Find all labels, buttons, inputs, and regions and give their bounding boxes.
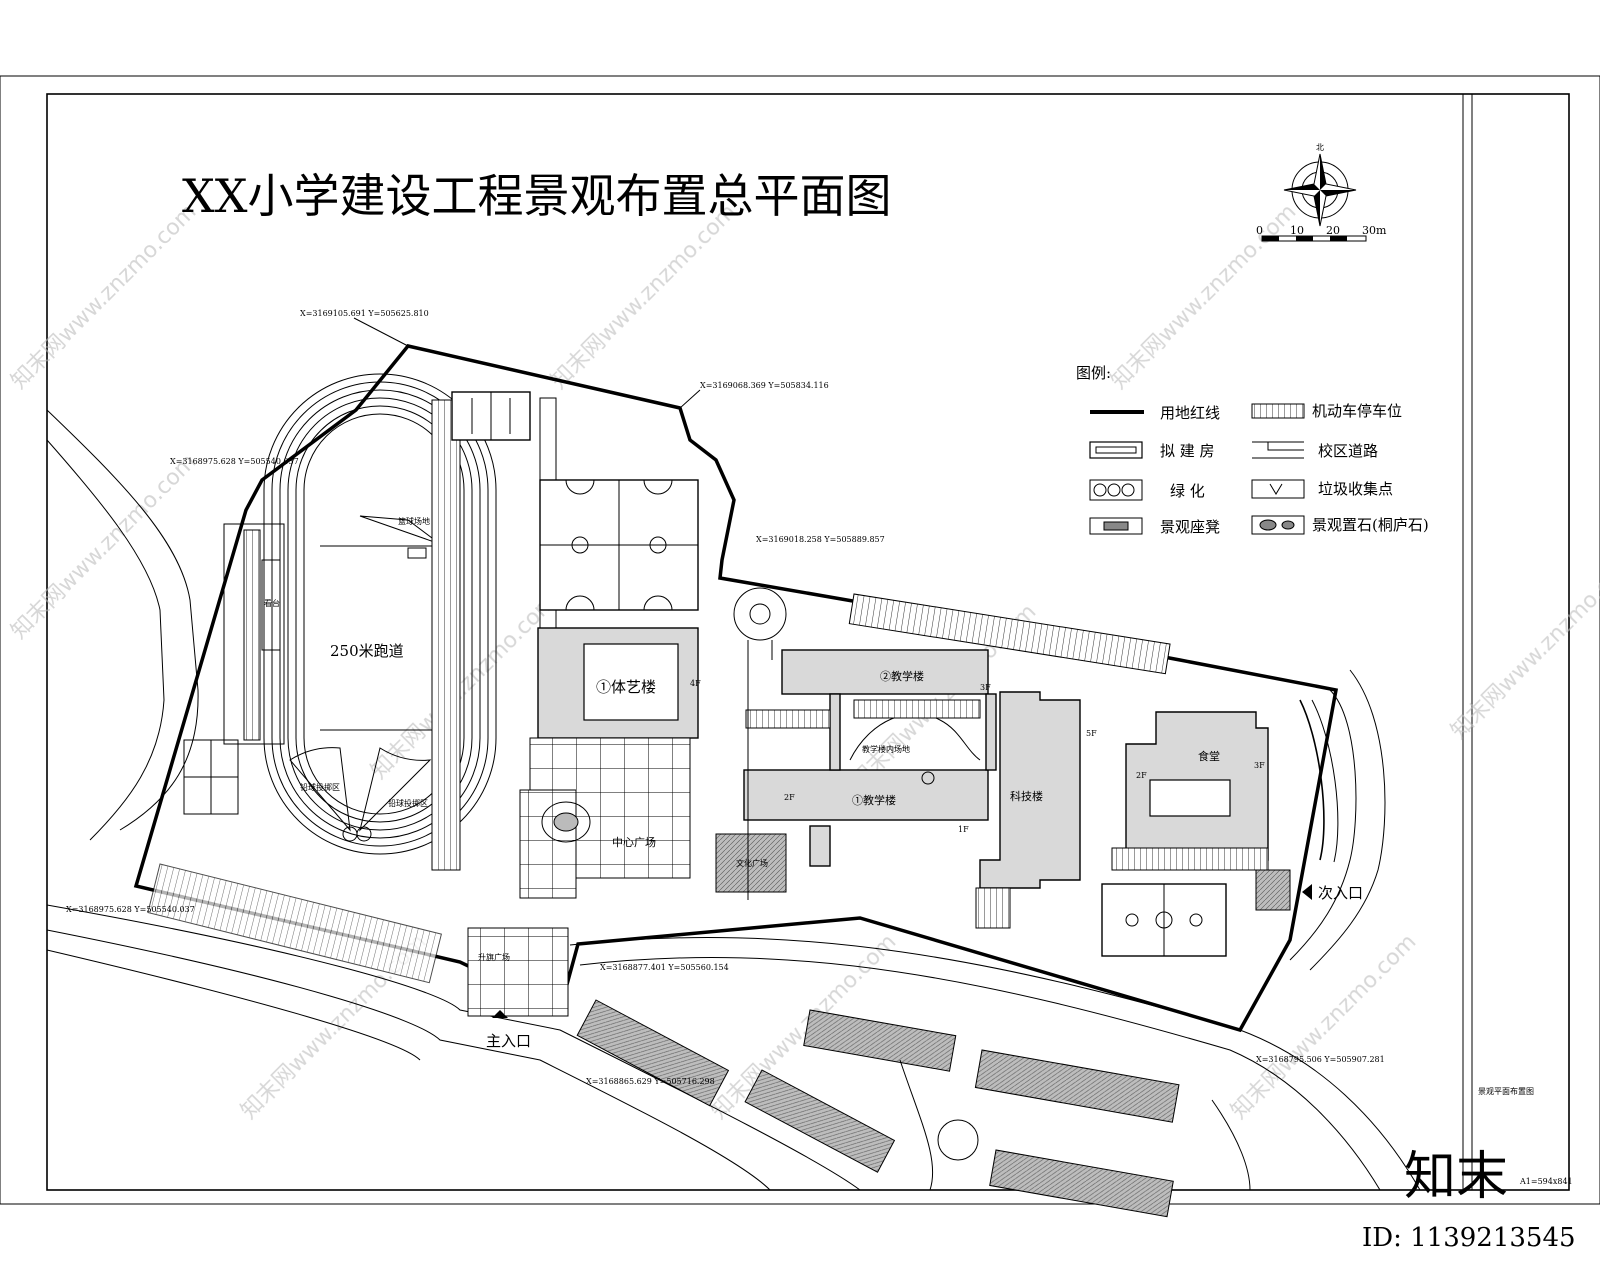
- floor-label: 4F: [690, 679, 701, 688]
- legend-label: 机动车停车位: [1312, 402, 1402, 420]
- greenery-icon: [1089, 479, 1143, 501]
- coord-note: X=3169068.369 Y=505834.116: [700, 381, 829, 390]
- floor-label: 2F: [1136, 771, 1147, 780]
- brand-logo: 知末: [1404, 1147, 1508, 1207]
- tech-label: 科技楼: [1010, 789, 1043, 803]
- courtyard-label: 教学楼内场地: [862, 744, 910, 754]
- trash-icon: [1251, 479, 1305, 499]
- building-label: ①教学楼: [852, 793, 896, 807]
- track-label: 250米跑道: [330, 642, 404, 660]
- north-arrow-icon: 北: [1283, 143, 1357, 227]
- building-label: ②教学楼: [880, 669, 924, 683]
- gym-building: ①体艺楼 4F: [537, 627, 701, 739]
- secondary-entrance-label: 次入口: [1318, 884, 1363, 902]
- main-entrance-marker: 主入口: [486, 1010, 531, 1050]
- west-parking-strip: [147, 863, 442, 984]
- legend-label: 景观座凳: [1160, 518, 1220, 536]
- legend: 图例: 用地红线 机动车停车位 拟 建 房 校区道路 绿 化 垃圾收集点 景观座…: [1076, 364, 1429, 536]
- main-entrance-label: 主入口: [486, 1032, 531, 1050]
- brand-id: ID: 1139213545: [1362, 1223, 1576, 1253]
- legend-label: 绿 化: [1170, 482, 1205, 500]
- floor-label: 3F: [1254, 761, 1265, 770]
- teaching-complex: ②教学楼 3F ①教学楼 2F 1F 教学楼内场地 文化广场: [715, 649, 997, 893]
- residential-area: [576, 999, 1251, 1218]
- watermark-text: 知末网www.znzmo.com: [1107, 199, 1302, 394]
- site-boundary-line: [133, 344, 1339, 1033]
- drawing-title: XX小学建设工程景观布置总平面图: [182, 169, 892, 223]
- roundabout: [733, 587, 787, 900]
- running-track: 250米跑道 篮球场地 铅球投掷区 铅球投掷区: [263, 373, 497, 855]
- parking-strip: [848, 593, 1171, 675]
- floor-label: 2F: [784, 793, 795, 802]
- outer-frame: [0, 75, 1600, 1205]
- coord-note: X=3169105.691 Y=505625.810: [300, 309, 429, 318]
- straight-track: [431, 397, 557, 879]
- scale-bar: 0 10 20 30m: [1256, 224, 1387, 242]
- parking-icon: [1251, 403, 1305, 419]
- coord-note: X=3168795.506 Y=505907.281: [1256, 1055, 1385, 1064]
- secondary-entrance-marker: 次入口: [1302, 884, 1363, 902]
- sheet-code: A1=594x841: [1519, 1177, 1573, 1186]
- cultural-plaza-label: 文化广场: [736, 858, 768, 868]
- coord-note: X=3168865.629 Y=505716.298: [586, 1077, 715, 1086]
- legend-label: 用地红线: [1160, 404, 1220, 422]
- bench-icon: [1089, 517, 1143, 535]
- watermark-text: 知末网www.znzmo.com: [1447, 549, 1600, 744]
- gym-label: ①体艺楼: [596, 678, 656, 696]
- watermark-text: 知末网www.znzmo.com: [1227, 929, 1422, 1124]
- campus-road-icon: [1252, 441, 1304, 459]
- courts-top: [451, 391, 699, 611]
- planned-building-icon: [1089, 441, 1143, 459]
- spectator-stand: 看台: [183, 523, 285, 815]
- scale-tick: 20: [1326, 224, 1340, 237]
- floor-label: 3F: [980, 683, 991, 692]
- floor-label: 5F: [1086, 729, 1097, 738]
- legend-label: 拟 建 房: [1160, 442, 1215, 460]
- plaza-label: 中心广场: [612, 835, 656, 849]
- surrounding-roads: [46, 409, 1421, 1191]
- legend-heading: 图例:: [1076, 364, 1111, 382]
- court-south: [1101, 883, 1227, 957]
- floor-label: 1F: [958, 825, 969, 834]
- legend-label: 校区道路: [1318, 442, 1378, 460]
- scale-tick: 30m: [1362, 224, 1387, 237]
- coord-note: X=3168975.628 Y=505540.037: [170, 457, 299, 466]
- coord-note: X=3168877.401 Y=505560.154: [600, 963, 729, 972]
- side-note: 景观平面布置图: [1478, 1086, 1534, 1096]
- coordinate-notes: X=3169105.691 Y=505625.810 X=3169068.369…: [66, 309, 1385, 1086]
- field-label: 篮球场地: [398, 516, 430, 526]
- watermark-text: 知末网www.znzmo.com: [547, 199, 742, 394]
- central-plaza: 中心广场 升旗广场: [467, 737, 691, 1017]
- watermark-text: 知末网www.znzmo.com: [7, 199, 202, 394]
- scale-tick: 10: [1290, 224, 1304, 237]
- stand-label: 看台: [264, 598, 280, 608]
- legend-label: 垃圾收集点: [1318, 480, 1393, 498]
- coord-note: X=3168975.628 Y=505540.037: [66, 905, 195, 914]
- watermark-text: 知末网www.znzmo.com: [7, 449, 202, 644]
- tech-building: 科技楼 5F: [975, 691, 1097, 929]
- canteen-building: 食堂 3F 2F: [1111, 711, 1291, 911]
- stone-icon: [1251, 515, 1305, 535]
- legend-label: 景观置石(桐庐石): [1312, 516, 1429, 534]
- north-label: 北: [1316, 143, 1324, 152]
- canteen-label: 食堂: [1198, 749, 1220, 763]
- inner-frame: [46, 93, 1570, 1191]
- throw-area-label: 铅球投掷区: [388, 798, 428, 808]
- throw-area-label: 铅球投掷区: [300, 782, 340, 792]
- coord-note: X=3169018.258 Y=505889.857: [756, 535, 885, 544]
- flag-plaza-label: 升旗广场: [478, 952, 510, 962]
- east-parking-arc: [1299, 699, 1325, 861]
- scale-tick: 0: [1256, 224, 1263, 237]
